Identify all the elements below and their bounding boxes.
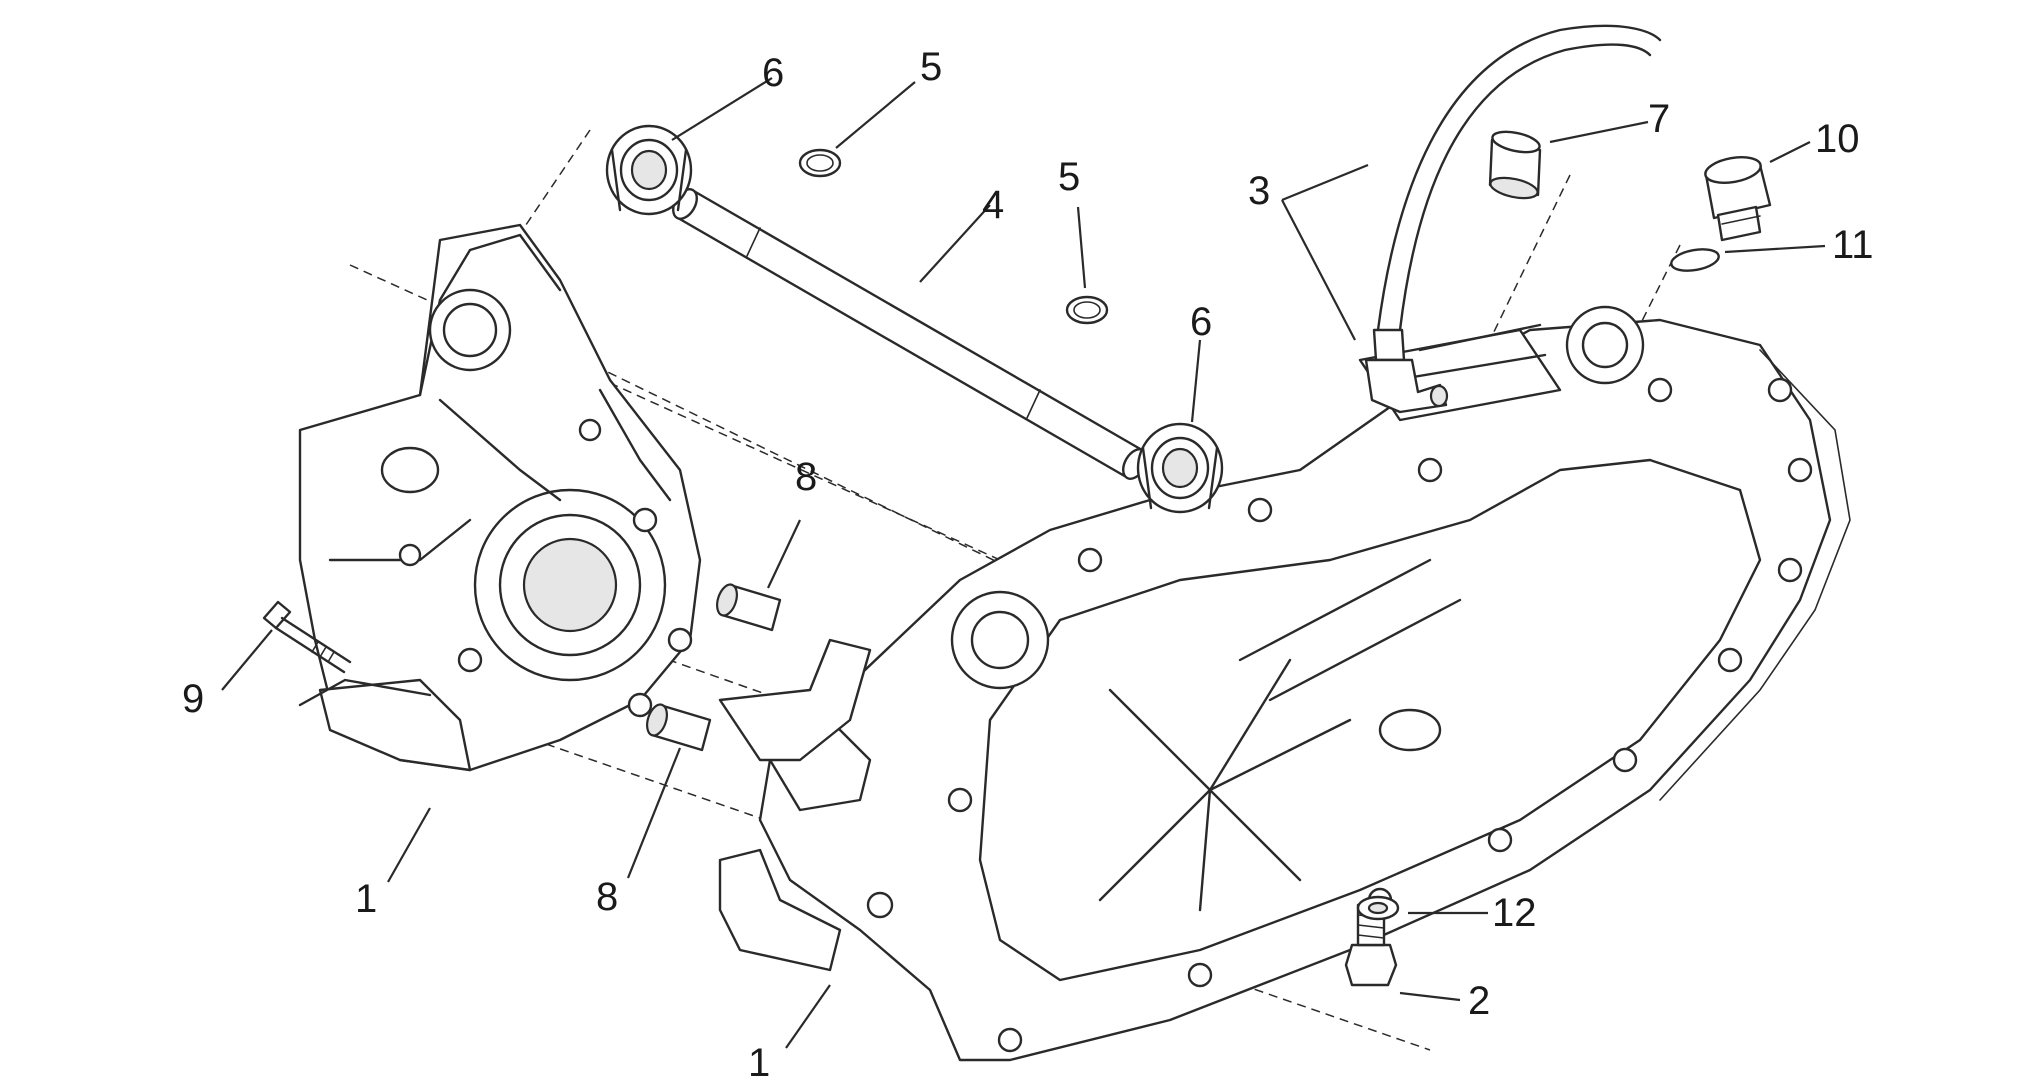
callout-5-top: 5 bbox=[920, 45, 942, 89]
callout-labels: 6 5 4 5 6 3 7 10 11 8 8 9 1 1 12 2 bbox=[182, 45, 1874, 1079]
callout-8-lower: 8 bbox=[596, 875, 618, 919]
callout-2: 2 bbox=[1468, 979, 1490, 1023]
callout-3: 3 bbox=[1248, 169, 1270, 213]
right-crankcase-half bbox=[758, 305, 1851, 1062]
callout-5-lower: 5 bbox=[1058, 155, 1080, 199]
callout-6-lower: 6 bbox=[1190, 300, 1212, 344]
stud-bolt bbox=[262, 600, 352, 674]
oil-filler-cap bbox=[1704, 156, 1772, 242]
circlip-upper bbox=[798, 148, 842, 178]
sealing-washer bbox=[1356, 895, 1400, 921]
circlip-lower bbox=[1065, 295, 1109, 325]
callout-11: 11 bbox=[1832, 223, 1874, 267]
callout-10: 10 bbox=[1815, 117, 1860, 161]
o-ring bbox=[1670, 248, 1720, 272]
callout-1-bottom: 1 bbox=[748, 1041, 770, 1079]
callout-9: 9 bbox=[182, 677, 204, 721]
breather-hose bbox=[1364, 24, 1662, 414]
left-crankcase-half bbox=[298, 223, 702, 772]
dowel-bush-upper bbox=[716, 583, 782, 632]
callout-1-left: 1 bbox=[355, 877, 377, 921]
callout-6-top: 6 bbox=[762, 51, 784, 95]
callout-4: 4 bbox=[982, 183, 1004, 227]
center-bracket bbox=[718, 638, 894, 972]
bearing-right bbox=[1136, 422, 1224, 514]
callout-12: 12 bbox=[1492, 891, 1537, 935]
callout-8-upper: 8 bbox=[795, 455, 817, 499]
bearing-left bbox=[605, 124, 693, 216]
dowel-bush-lower bbox=[646, 703, 712, 752]
leader-lines bbox=[221, 77, 1826, 1049]
callout-7: 7 bbox=[1648, 97, 1670, 141]
bush bbox=[1488, 130, 1542, 200]
